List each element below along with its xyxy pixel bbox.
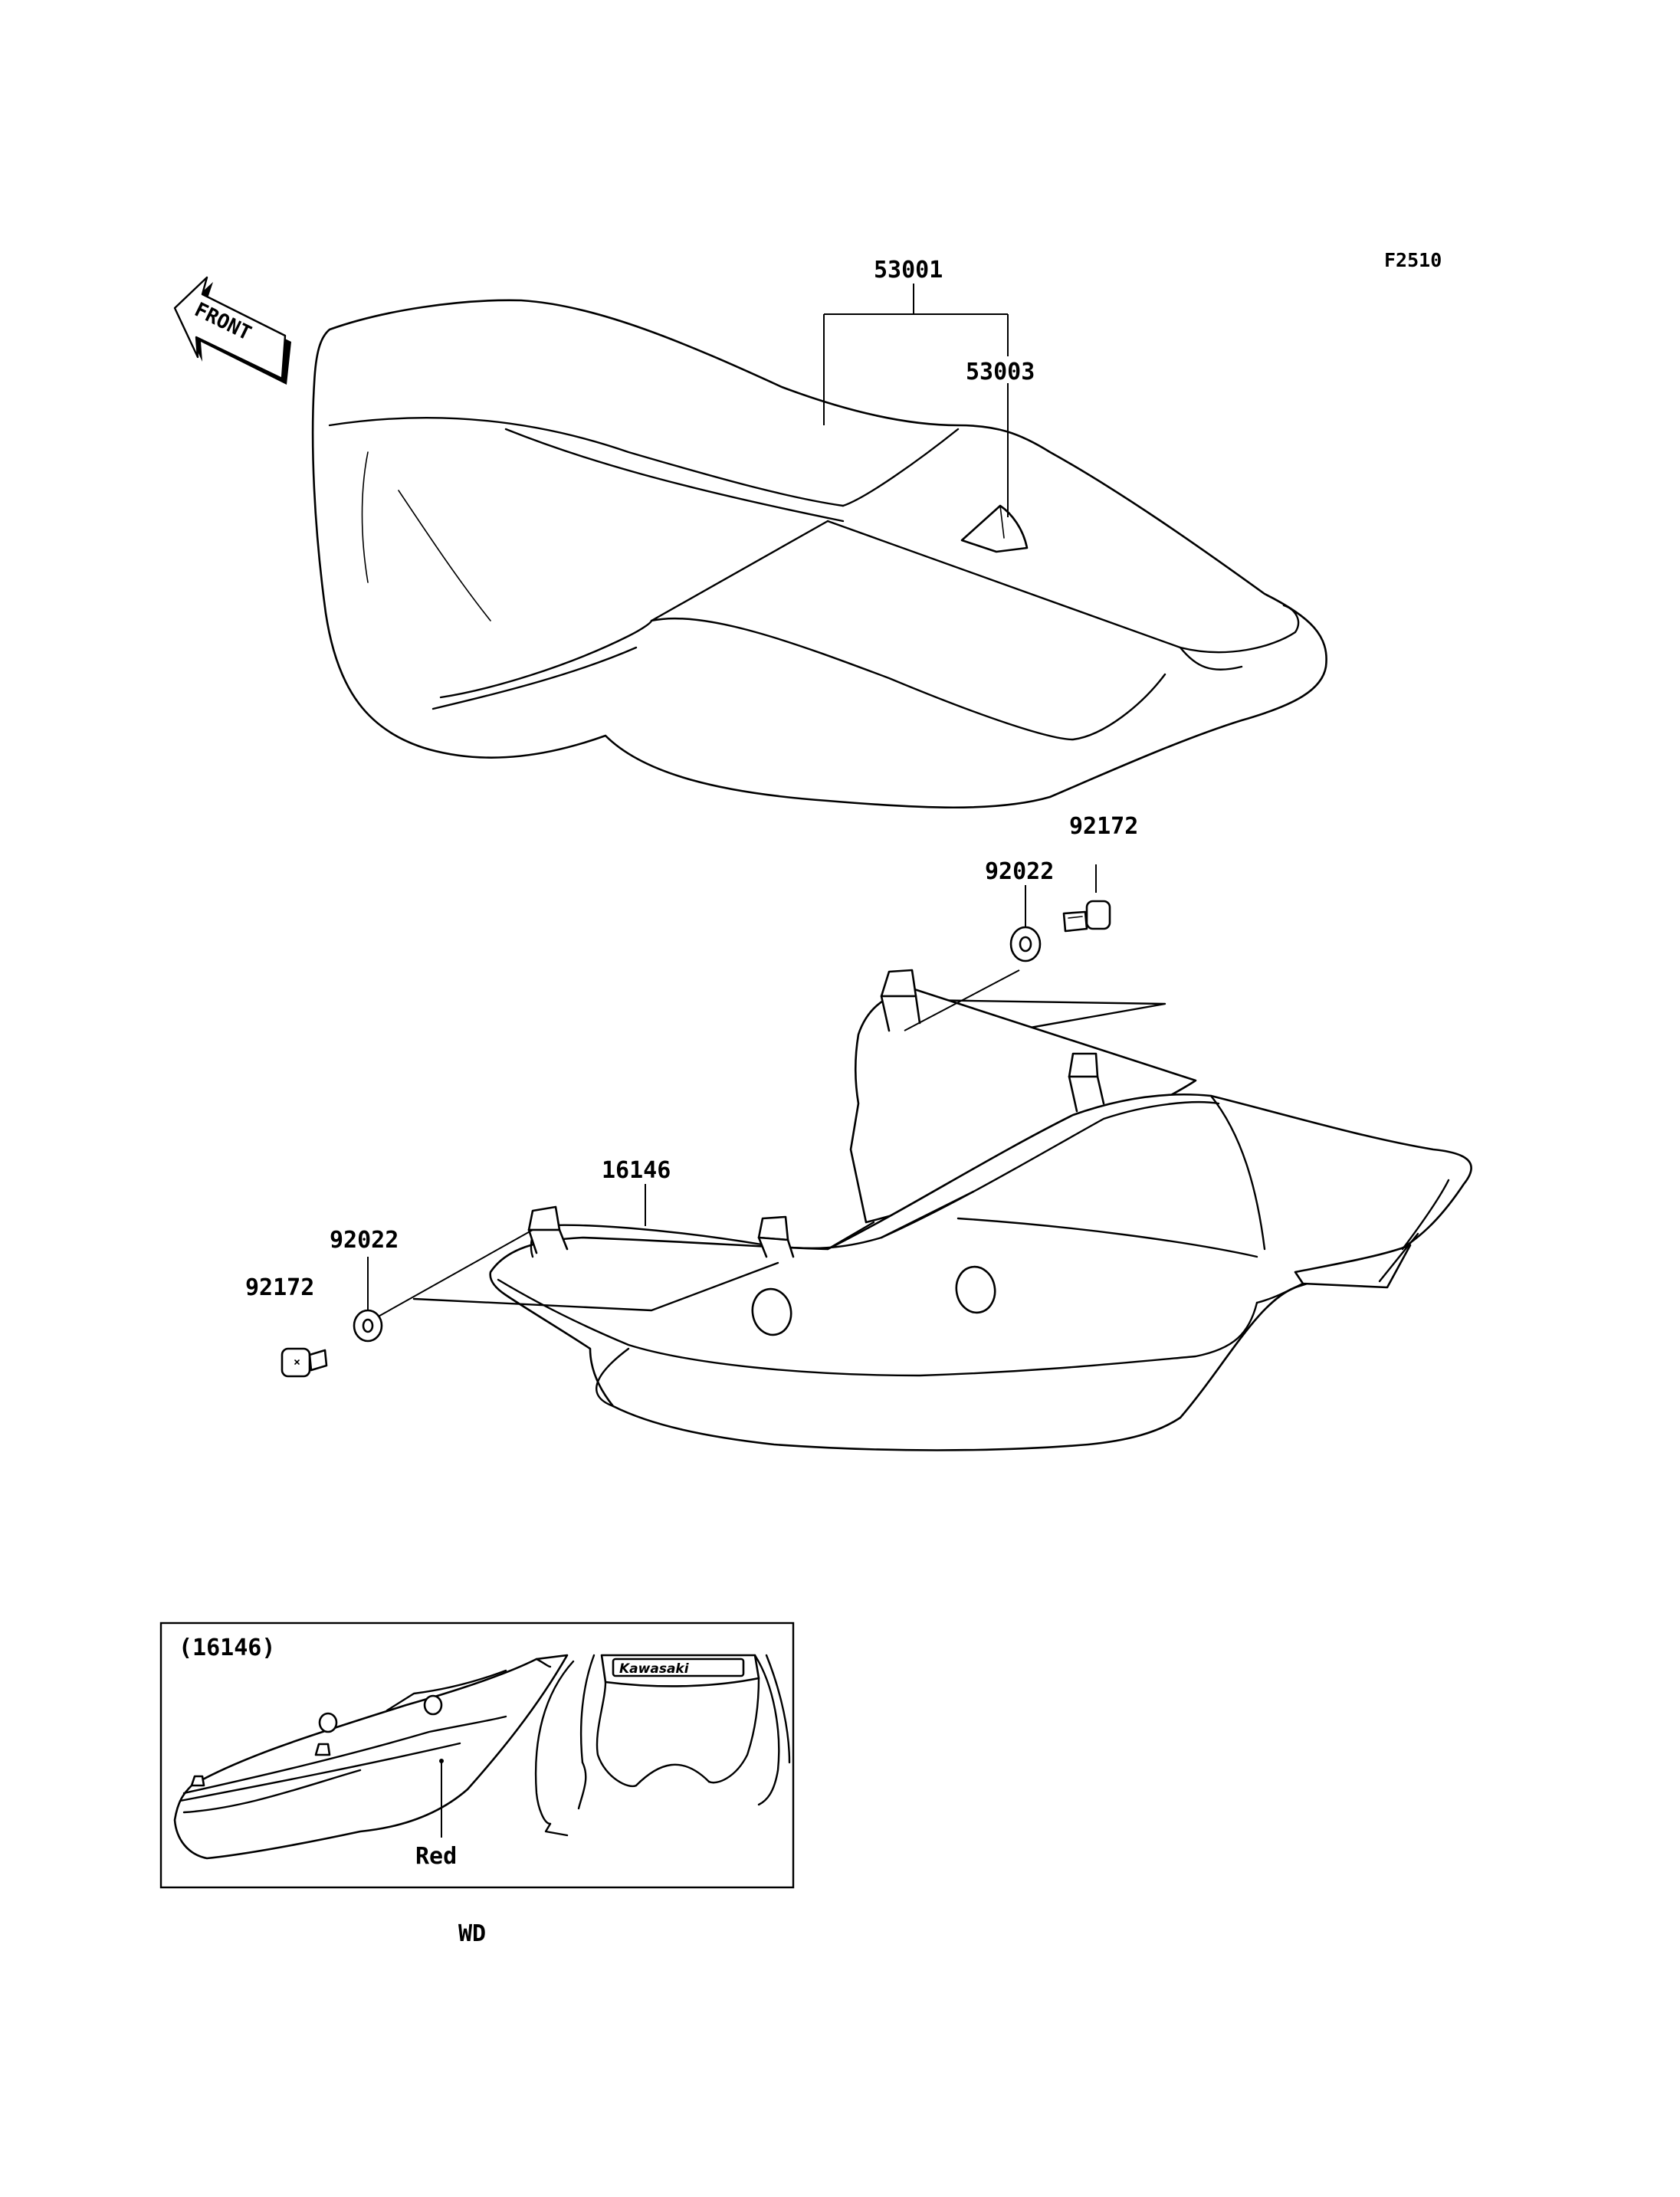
- part-number-washer-right: 92022: [985, 858, 1054, 885]
- color-variant-inset: (16146) Red Kawasaki: [159, 1622, 795, 1889]
- part-number-seat: 53001: [874, 257, 943, 284]
- inset-title: (16146): [179, 1635, 275, 1661]
- inset-rear-view: Kawasaki: [534, 1654, 791, 1837]
- bolt-right-icon: [1062, 900, 1111, 933]
- inset-color-label: Red: [415, 1843, 457, 1870]
- front-arrow-icon: FRONT: [173, 276, 291, 385]
- diagram-code: F2510: [1384, 249, 1442, 271]
- washer-right-icon: [1009, 926, 1042, 962]
- part-number-bolt-left: 92172: [245, 1274, 314, 1301]
- seat-illustration: [311, 299, 1327, 809]
- part-number-washer-left: 92022: [330, 1227, 399, 1254]
- seat-leaders: [823, 284, 1009, 517]
- inset-caption: WD: [458, 1920, 486, 1947]
- inset-badge-kawasaki: Kawasaki: [619, 1661, 690, 1677]
- part-number-bolt-right: 92172: [1069, 813, 1138, 840]
- inset-side-view: [173, 1654, 569, 1860]
- part-number-seat-strap: 53003: [966, 359, 1035, 385]
- part-number-tail-cover: 16146: [602, 1157, 671, 1184]
- washer-left-icon: [353, 1309, 383, 1343]
- bolt-left-icon: [281, 1347, 328, 1378]
- tail-cover-illustration: [412, 969, 1472, 1451]
